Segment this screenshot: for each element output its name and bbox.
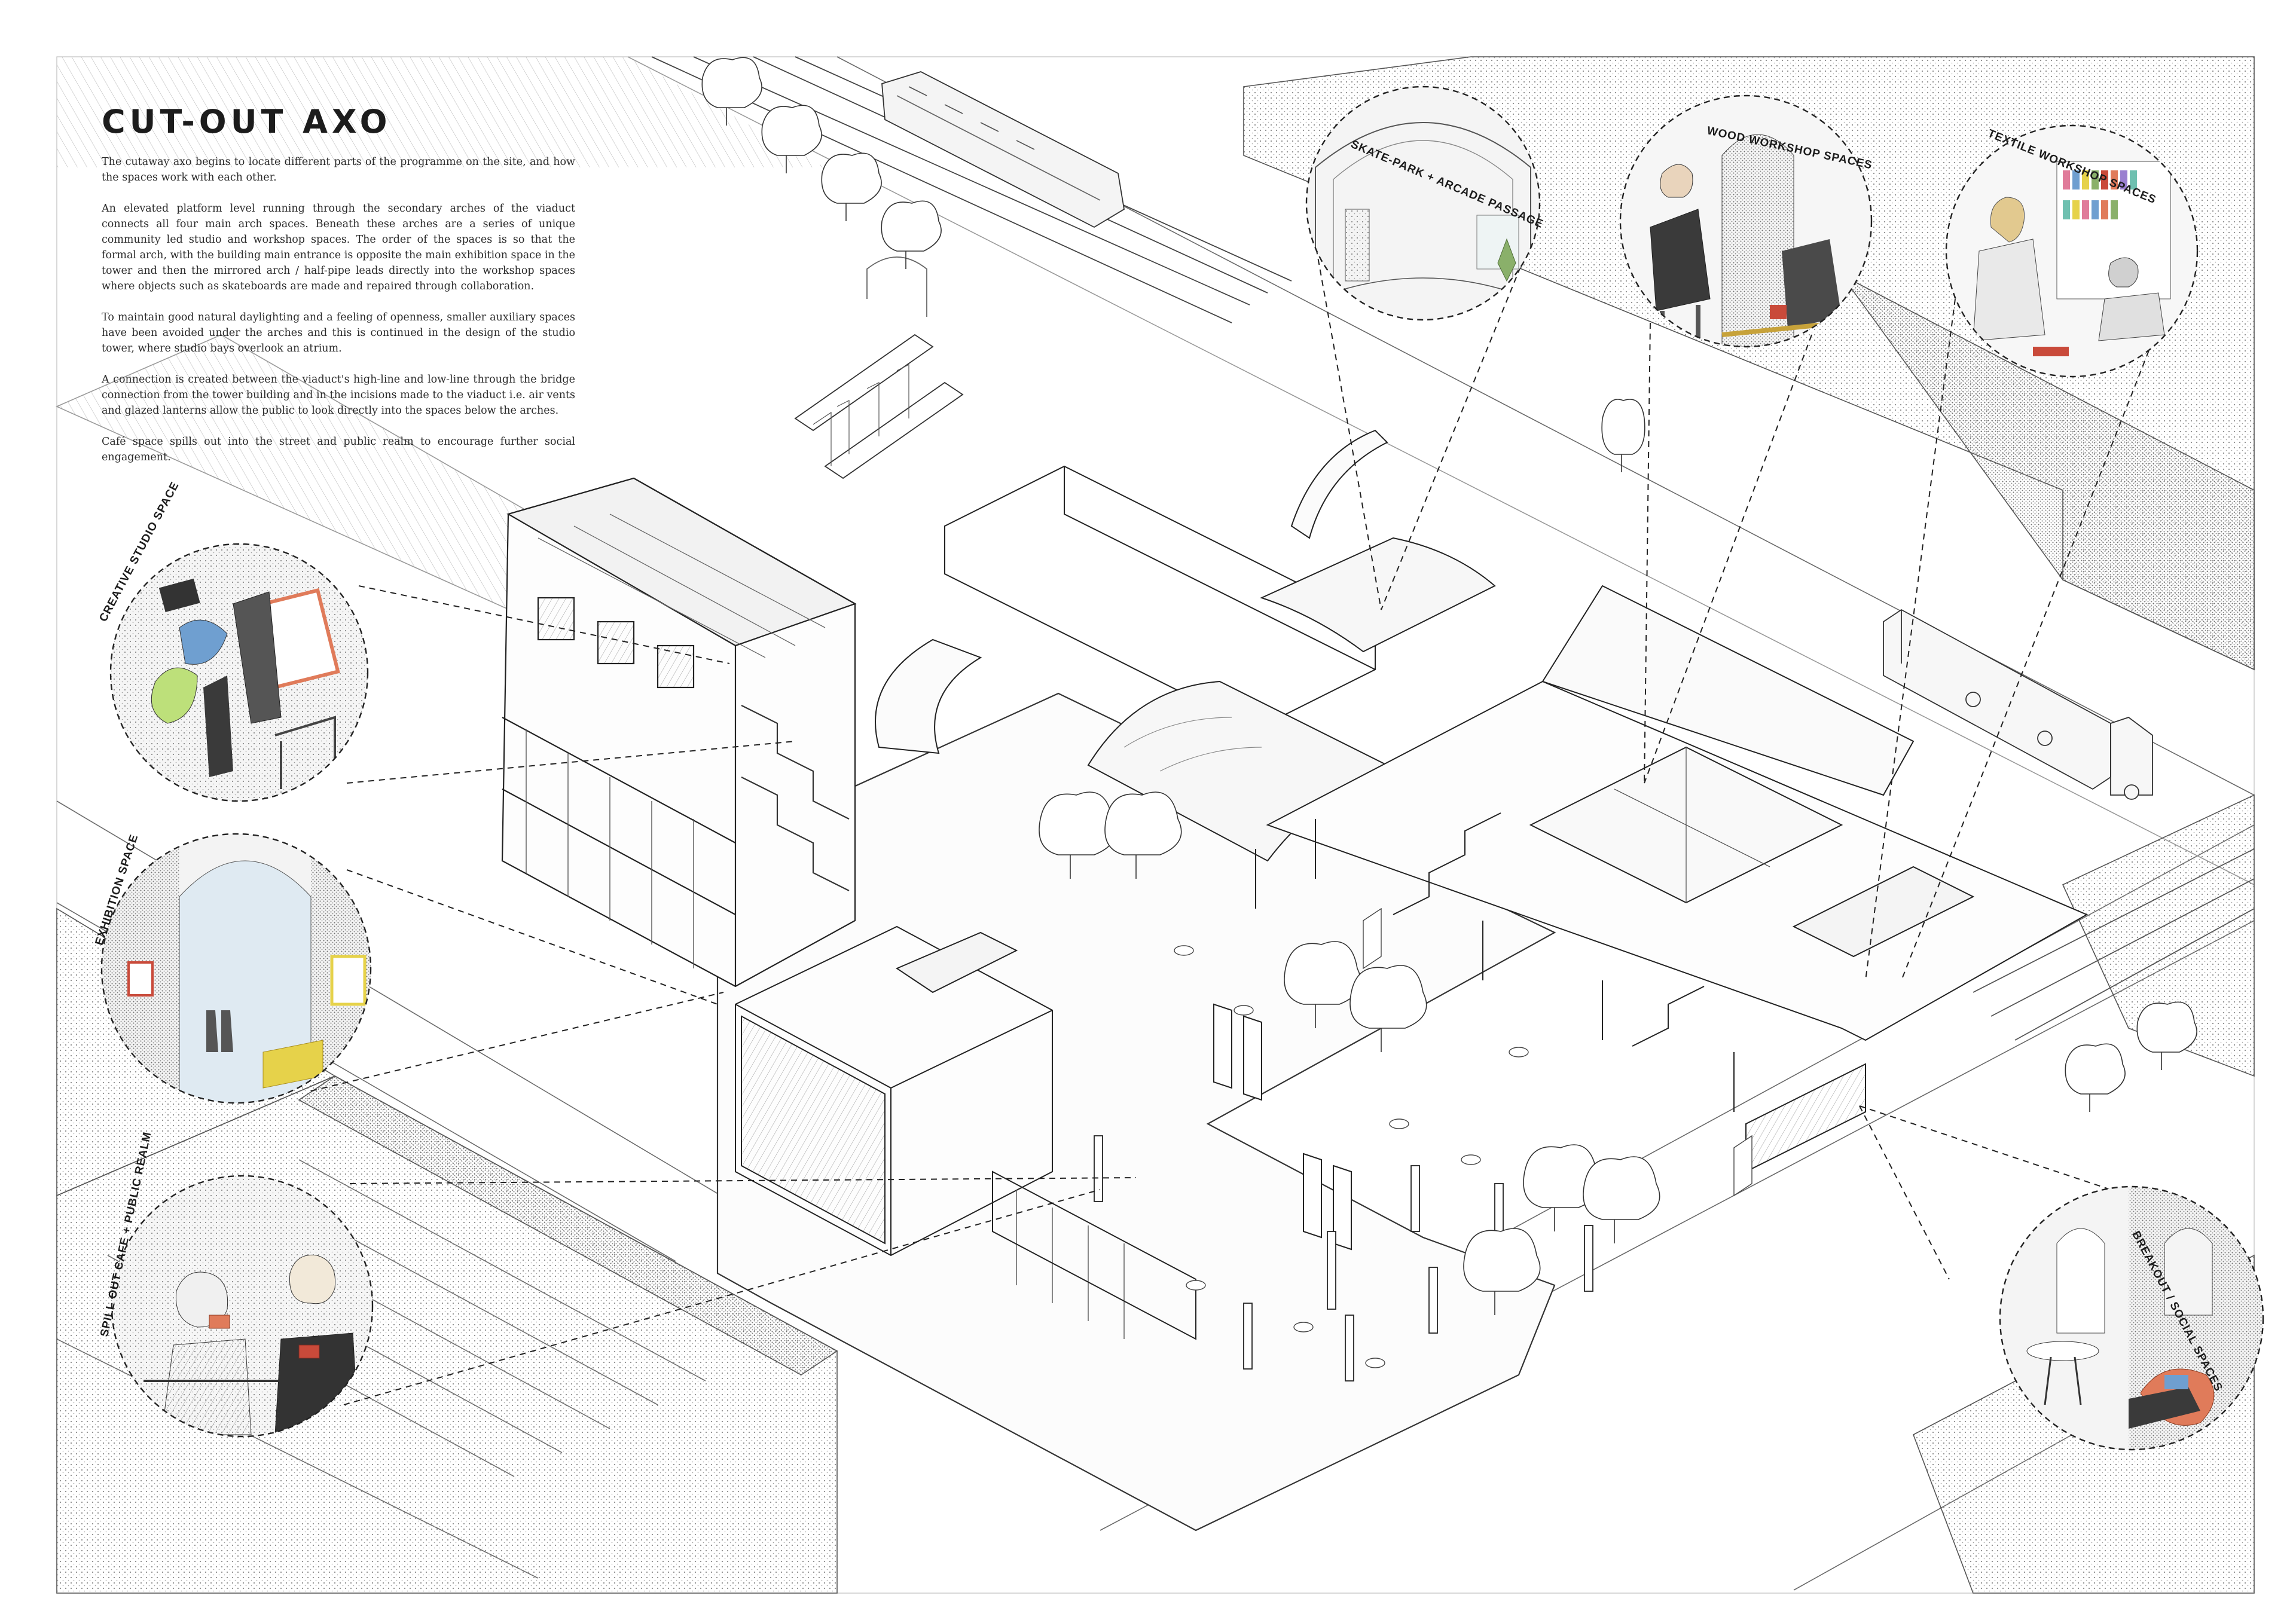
breakout-vignette-ring	[1999, 1185, 2264, 1451]
trees	[701, 57, 2197, 1315]
delivery-truck	[1883, 609, 2153, 800]
wood-vignette-ring	[1619, 94, 1873, 348]
leader-lines	[310, 227, 2165, 1405]
cafe-vignette	[112, 1176, 373, 1436]
skatepark-vignette-ring	[1305, 85, 1541, 321]
creative-vignette	[111, 544, 368, 801]
skatepark-vignette	[1306, 87, 1540, 320]
exhibition-vignette-ring	[100, 833, 372, 1104]
wood-vignette	[1620, 96, 1871, 347]
bridge-trusses	[794, 334, 964, 479]
plaza-furniture	[1174, 907, 1752, 1368]
description-paragraph: To maintain good natural daylighting and…	[102, 311, 575, 354]
studio-tower	[501, 477, 857, 988]
workshop-wing	[1255, 585, 2089, 1173]
description-paragraph: Café space spills out into the street an…	[102, 436, 575, 463]
exhibition-vignette	[102, 834, 371, 1103]
creative-vignette-ring	[109, 543, 369, 802]
cafe-vignette-ring	[111, 1175, 374, 1438]
description-paragraph: An elevated platform level running throu…	[102, 203, 575, 292]
arch-spaces	[875, 429, 1496, 862]
textile-vignette	[1946, 126, 2197, 377]
description-paragraph: A connection is created between the viad…	[102, 374, 575, 417]
textile-vignette-ring	[1945, 124, 2199, 378]
sheet-title: CUT-OUT AXO	[102, 103, 392, 140]
description-paragraph: The cutaway axo begins to locate differe…	[102, 156, 575, 184]
breakout-vignette	[2000, 1187, 2263, 1450]
cafe-block	[735, 925, 1352, 1340]
sheet-description: The cutaway axo begins to locate differe…	[102, 154, 575, 481]
